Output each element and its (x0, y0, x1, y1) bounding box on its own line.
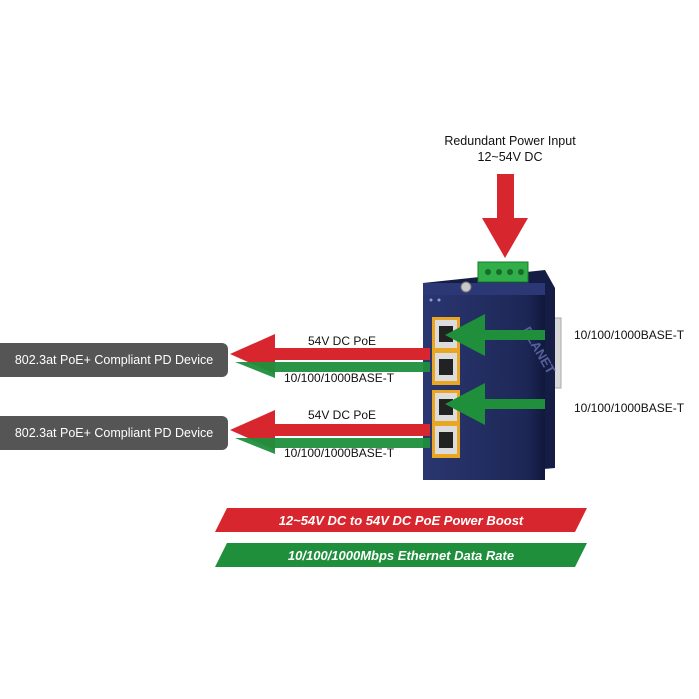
terminal-block-body (477, 261, 529, 283)
redundant-power-label: Redundant Power Input 12~54V DC (410, 133, 610, 165)
pd-device-label: 802.3at PoE+ Compliant PD Device (14, 353, 214, 367)
data-rate-banner: 10/100/1000Mbps Ethernet Data Rate (215, 543, 587, 567)
pd-device-box-1: 802.3at PoE+ Compliant PD Device (0, 343, 228, 377)
pd-device-label: 802.3at PoE+ Compliant PD Device (14, 426, 214, 440)
terminal-screw-icon (507, 269, 513, 275)
poe-output-arrow-1-icon (230, 334, 430, 374)
rj45-port-group-1 (432, 317, 460, 385)
terminal-screw-icon (496, 269, 502, 275)
pd-device-box-2: 802.3at PoE+ Compliant PD Device (0, 416, 228, 450)
data-output-arrow-2-icon (235, 438, 430, 454)
data-input-label-2: 10/100/1000BASE-T (574, 401, 685, 415)
terminal-block (477, 261, 529, 283)
data-output-label-1: 10/100/1000BASE-T (284, 371, 395, 385)
data-input-arrow-2-icon (445, 383, 545, 425)
device-top-edge (423, 283, 545, 295)
redundant-power-title: Redundant Power Input (444, 134, 576, 148)
terminal-screw-icon (485, 269, 491, 275)
terminal-screw-icon (518, 269, 524, 275)
power-boost-banner: 12~54V DC to 54V DC PoE Power Boost (215, 508, 587, 532)
data-input-arrow-1-icon (445, 314, 545, 356)
poe-output-label-2: 54V DC PoE (308, 408, 377, 422)
rj45-socket (439, 432, 453, 448)
redundant-power-voltage: 12~54V DC (477, 150, 543, 164)
data-output-label-2: 10/100/1000BASE-T (284, 446, 395, 460)
data-input-label-1: 10/100/1000BASE-T (574, 328, 685, 342)
rj45-socket (439, 326, 453, 342)
poe-device: PLANET (423, 270, 558, 480)
data-rate-text: 10/100/1000Mbps Ethernet Data Rate (287, 547, 515, 563)
poe-output-label-1: 54V DC PoE (308, 334, 377, 348)
rj45-socket (439, 359, 453, 375)
power-input-arrow-icon (482, 174, 528, 258)
rj45-port-group-2 (432, 390, 460, 458)
poe-output-arrow-2-icon (230, 410, 430, 450)
led-icon (437, 298, 441, 302)
power-boost-text: 12~54V DC to 54V DC PoE Power Boost (278, 512, 524, 528)
led-icon (429, 298, 433, 302)
data-output-arrow-1-icon (235, 362, 430, 378)
screw-icon (460, 281, 472, 293)
